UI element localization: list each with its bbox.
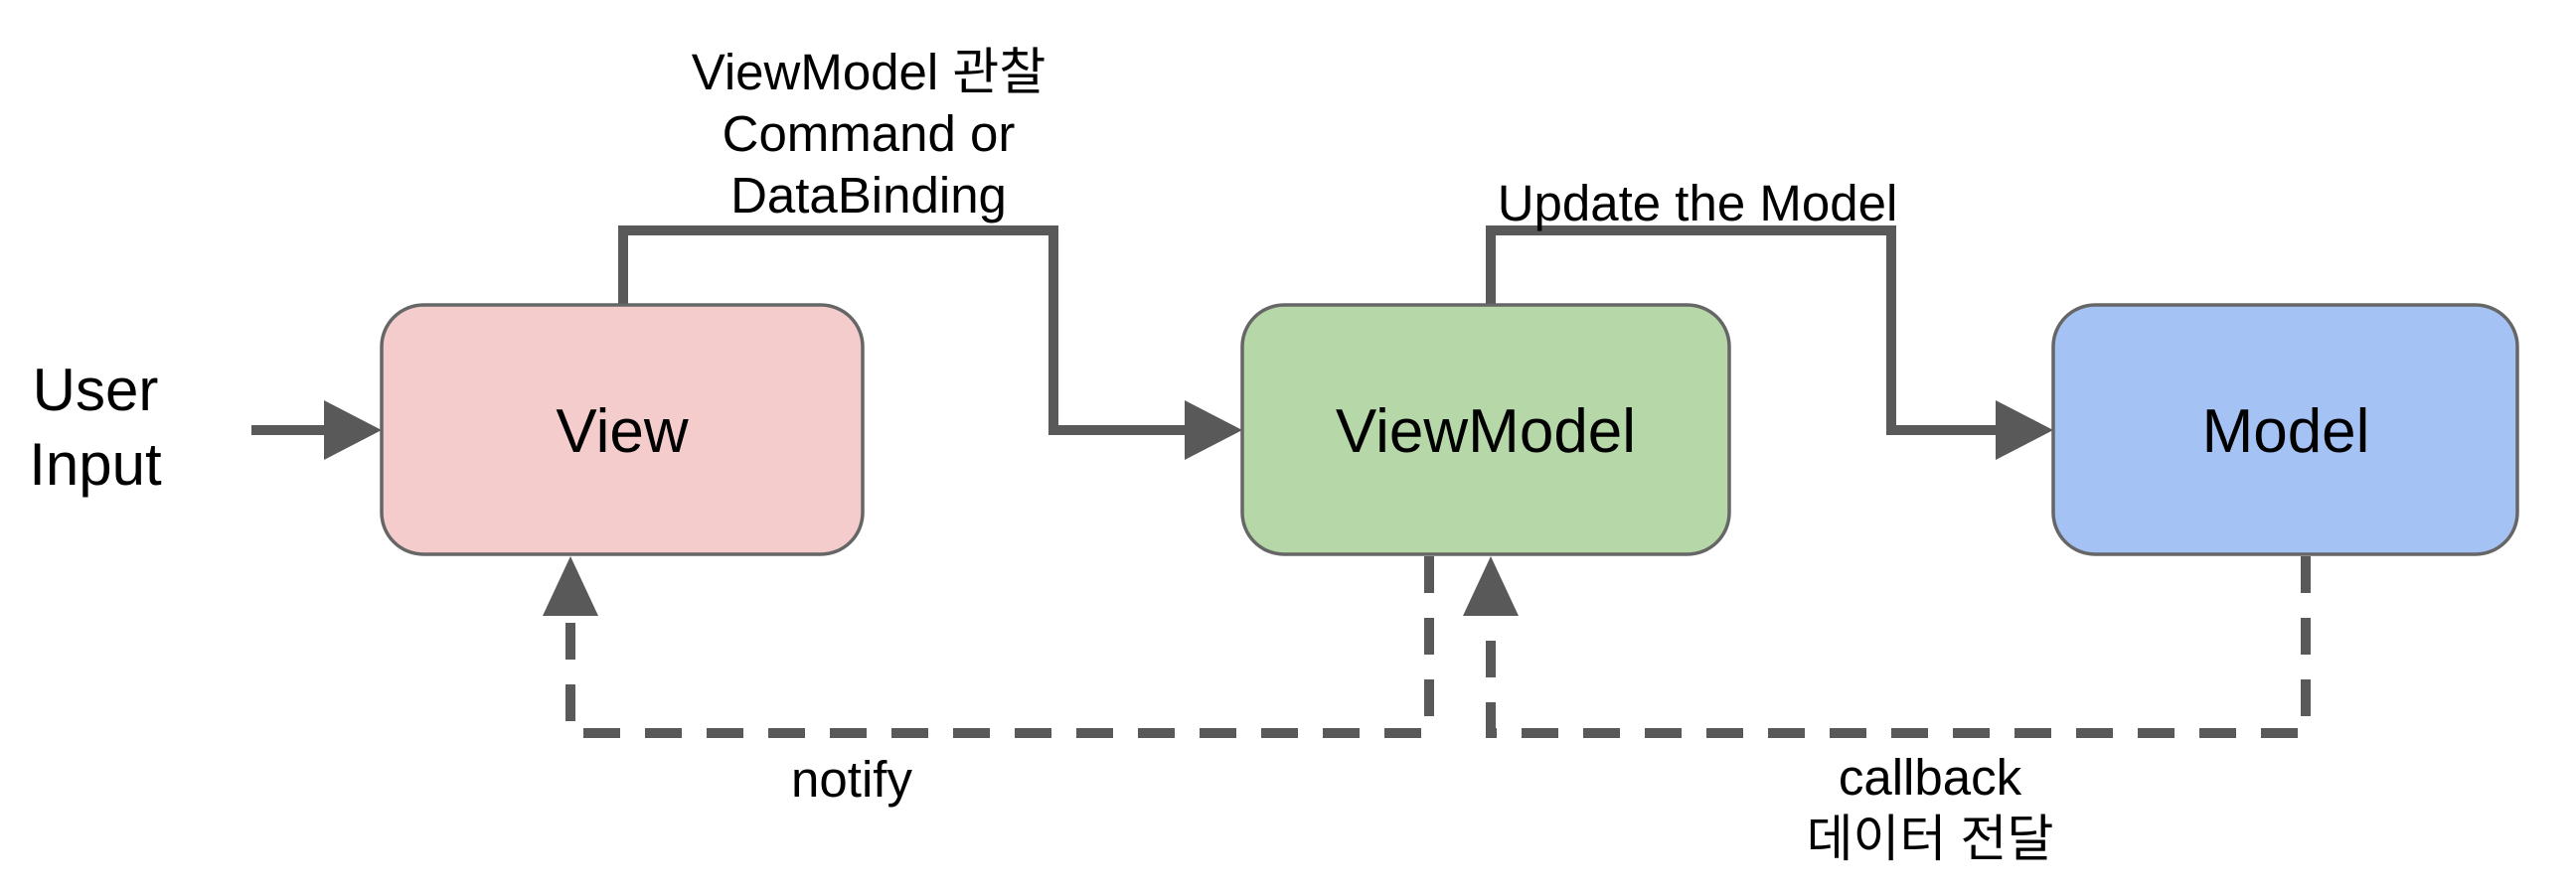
user-input-arrow [251,400,382,460]
model-box [2051,303,2519,556]
callback-arrowhead [1463,556,1519,616]
view-binding-line-2: Command or [723,105,1016,162]
notify-arrowhead [543,556,598,616]
viewmodel-label: ViewModel [1336,397,1636,466]
callback-line-1: callback [1839,749,2022,806]
callback-dashed-line [1486,556,2311,738]
view-to-viewmodel-line [618,225,1189,435]
user-input-line-1: User [33,357,159,423]
callback-connector [1463,556,2311,738]
view-binding-line-1: ViewModel 관찰 [692,44,1046,100]
callback-label: callback 데이터 전달 [1807,749,2054,867]
model-label: Model [2202,397,2370,466]
viewmodel-to-model-connector [1486,225,2053,460]
user-input-arrowhead [324,400,382,460]
view-binding-label: ViewModel 관찰 Command or DataBinding [692,44,1046,223]
viewmodel-to-model-line [1486,225,2000,435]
view-binding-line-3: DataBinding [730,167,1007,223]
viewmodel-to-model-arrowhead [1996,400,2053,460]
view-label: View [556,397,688,466]
notify-connector [543,556,1434,738]
view-to-viewmodel-connector [618,225,1242,460]
viewmodel-box [1240,303,1731,556]
notify-dashed-line [565,556,1434,738]
user-input-label: User Input [29,357,162,498]
view-to-viewmodel-arrowhead [1185,400,1242,460]
node-view: View [380,303,865,556]
node-viewmodel: ViewModel [1240,303,1731,556]
callback-line-2: 데이터 전달 [1807,811,2054,867]
user-input-line-2: Input [29,431,162,498]
view-box [380,303,865,556]
update-model-label: Update the Model [1498,175,1898,231]
node-model: Model [2051,303,2519,556]
notify-label: notify [791,751,912,808]
